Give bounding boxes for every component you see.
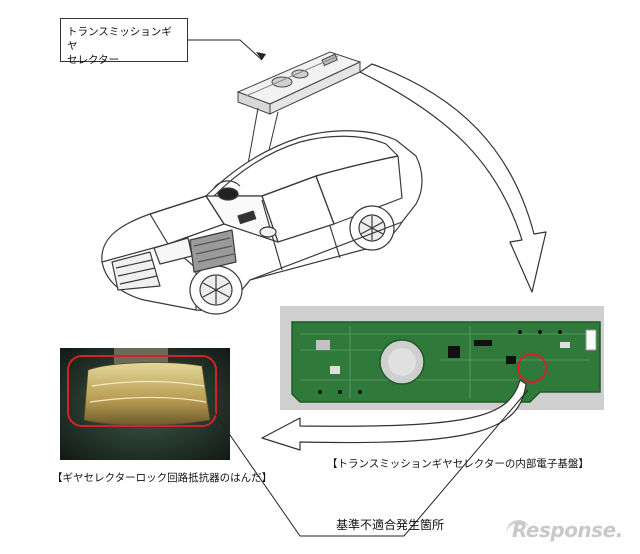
gear-selector-callout: トランスミッションギヤ セレクター (60, 18, 188, 66)
nonconformity-label: 基準不適合発生箇所 (336, 518, 445, 532)
solder-defect-highlight (67, 355, 217, 427)
arrow-selector-to-pcb (359, 63, 547, 293)
arrow-pcb-to-solder (261, 379, 527, 451)
callout-leader-line (188, 39, 266, 61)
car-illustration (101, 130, 423, 315)
pcb-caption: 【トランスミッションギヤセレクターの内部電子基盤】 (327, 458, 589, 470)
solder-closeup-photo (60, 348, 230, 460)
pcb-defect-highlight (517, 353, 547, 383)
callout-line-2: セレクター (67, 54, 120, 66)
gear-selector-unit (236, 51, 362, 115)
watermark-logo: Response. (512, 518, 623, 542)
callout-line-1: トランスミッションギヤ (67, 26, 172, 52)
nonconformity-leader (213, 389, 529, 537)
solder-caption: 【ギヤセレクターロック回路抵抗器のはんだ】 (52, 472, 273, 484)
pcb-photo (280, 306, 604, 410)
